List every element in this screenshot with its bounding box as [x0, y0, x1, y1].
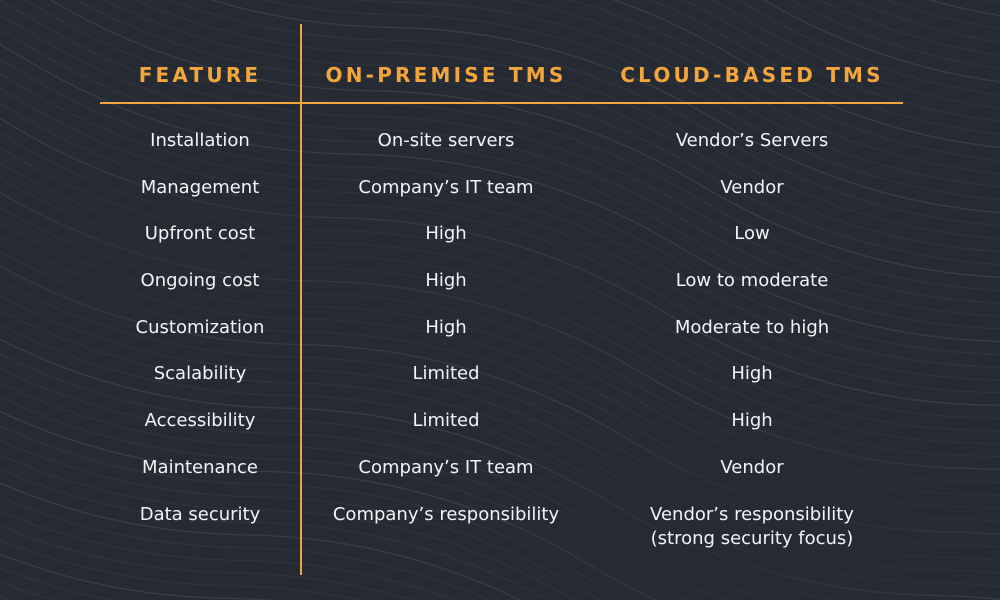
header-underline — [100, 102, 903, 104]
on-premise-cell: Limited — [412, 363, 480, 385]
cloud-based-cell: High — [731, 363, 773, 385]
on-premise-cell: High — [425, 270, 467, 292]
on-premise-cell: High — [425, 316, 467, 338]
feature-cell: Upfront cost — [144, 223, 256, 245]
feature-cell: Accessibility — [144, 410, 256, 432]
feature-cell: Installation — [150, 130, 250, 151]
feature-cell: Customization — [135, 316, 265, 338]
on-premise-cell: Limited — [412, 410, 480, 432]
cloud-based-cell: High — [731, 410, 773, 432]
header-feature: FEATURE — [138, 63, 262, 87]
feature-cell: Scalability — [153, 363, 247, 385]
on-premise-cell: High — [425, 223, 467, 245]
feature-cell: Ongoing cost — [140, 270, 260, 292]
cloud-based-cell: Vendor’s responsibility (strong security… — [650, 503, 854, 549]
cloud-based-cell: Low to moderate — [675, 270, 829, 292]
table-body: Installation On-site servers Vendor’s Serv… — [100, 118, 912, 549]
on-premise-cell: On-site servers — [377, 130, 515, 151]
cloud-based-cell: Vendor — [720, 456, 784, 478]
header-on-premise-tms: ON-PREMISE TMS — [325, 63, 567, 87]
cloud-based-cell: Low — [734, 223, 770, 245]
table-header-row: FEATURE ON-PREMISE TMS CLOUD-BASED TMS — [100, 61, 912, 89]
header-cloud-based-tms: CLOUD-BASED TMS — [620, 63, 884, 87]
on-premise-cell: Company’s responsibility — [332, 503, 560, 525]
on-premise-cell: Company’s IT team — [358, 176, 534, 198]
on-premise-cell: Company’s IT team — [358, 456, 534, 478]
feature-cell: Data security — [139, 503, 261, 525]
feature-cell: Maintenance — [142, 456, 258, 478]
cloud-based-cell: Vendor’s Servers — [675, 130, 829, 151]
cloud-based-cell: Moderate to high — [674, 316, 830, 338]
feature-cell: Management — [140, 176, 260, 198]
cloud-based-cell: Vendor — [720, 176, 784, 198]
